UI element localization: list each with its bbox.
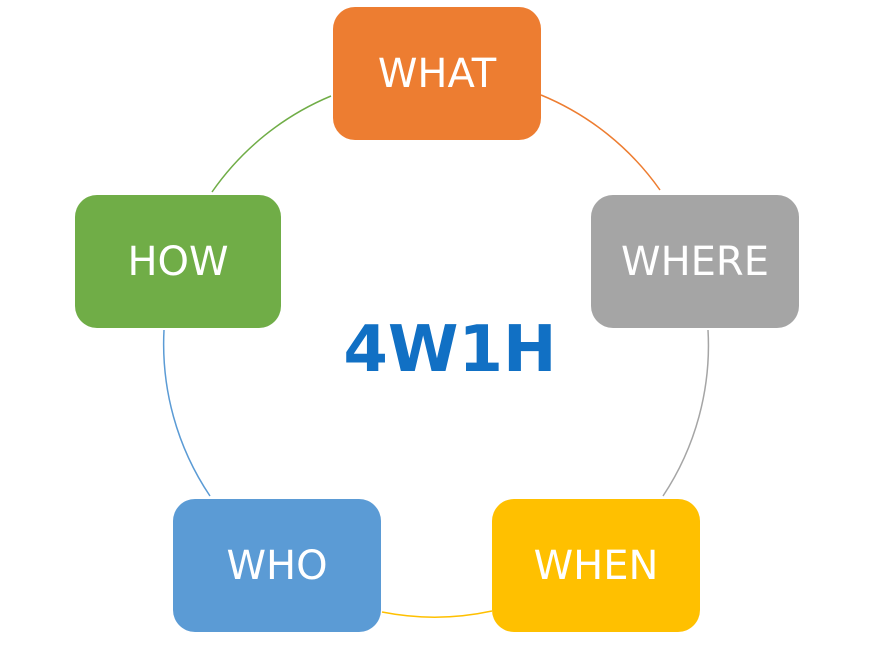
node-when-label: WHEN — [533, 542, 659, 589]
node-how-label: HOW — [127, 238, 229, 285]
center-title: 4W1H — [343, 313, 557, 387]
node-who: WHO — [173, 499, 381, 632]
connector-when-who — [381, 610, 493, 618]
node-what: WHAT — [333, 7, 541, 140]
node-where: WHERE — [591, 195, 799, 328]
connector-where-when — [662, 329, 710, 497]
node-when: WHEN — [492, 499, 700, 632]
node-what-label: WHAT — [377, 50, 497, 97]
node-where-label: WHERE — [621, 238, 769, 285]
connector-what-where — [540, 94, 661, 191]
connector-who-how — [162, 329, 211, 497]
connector-how-what — [211, 95, 332, 193]
node-who-label: WHO — [226, 542, 328, 589]
node-how: HOW — [75, 195, 281, 328]
